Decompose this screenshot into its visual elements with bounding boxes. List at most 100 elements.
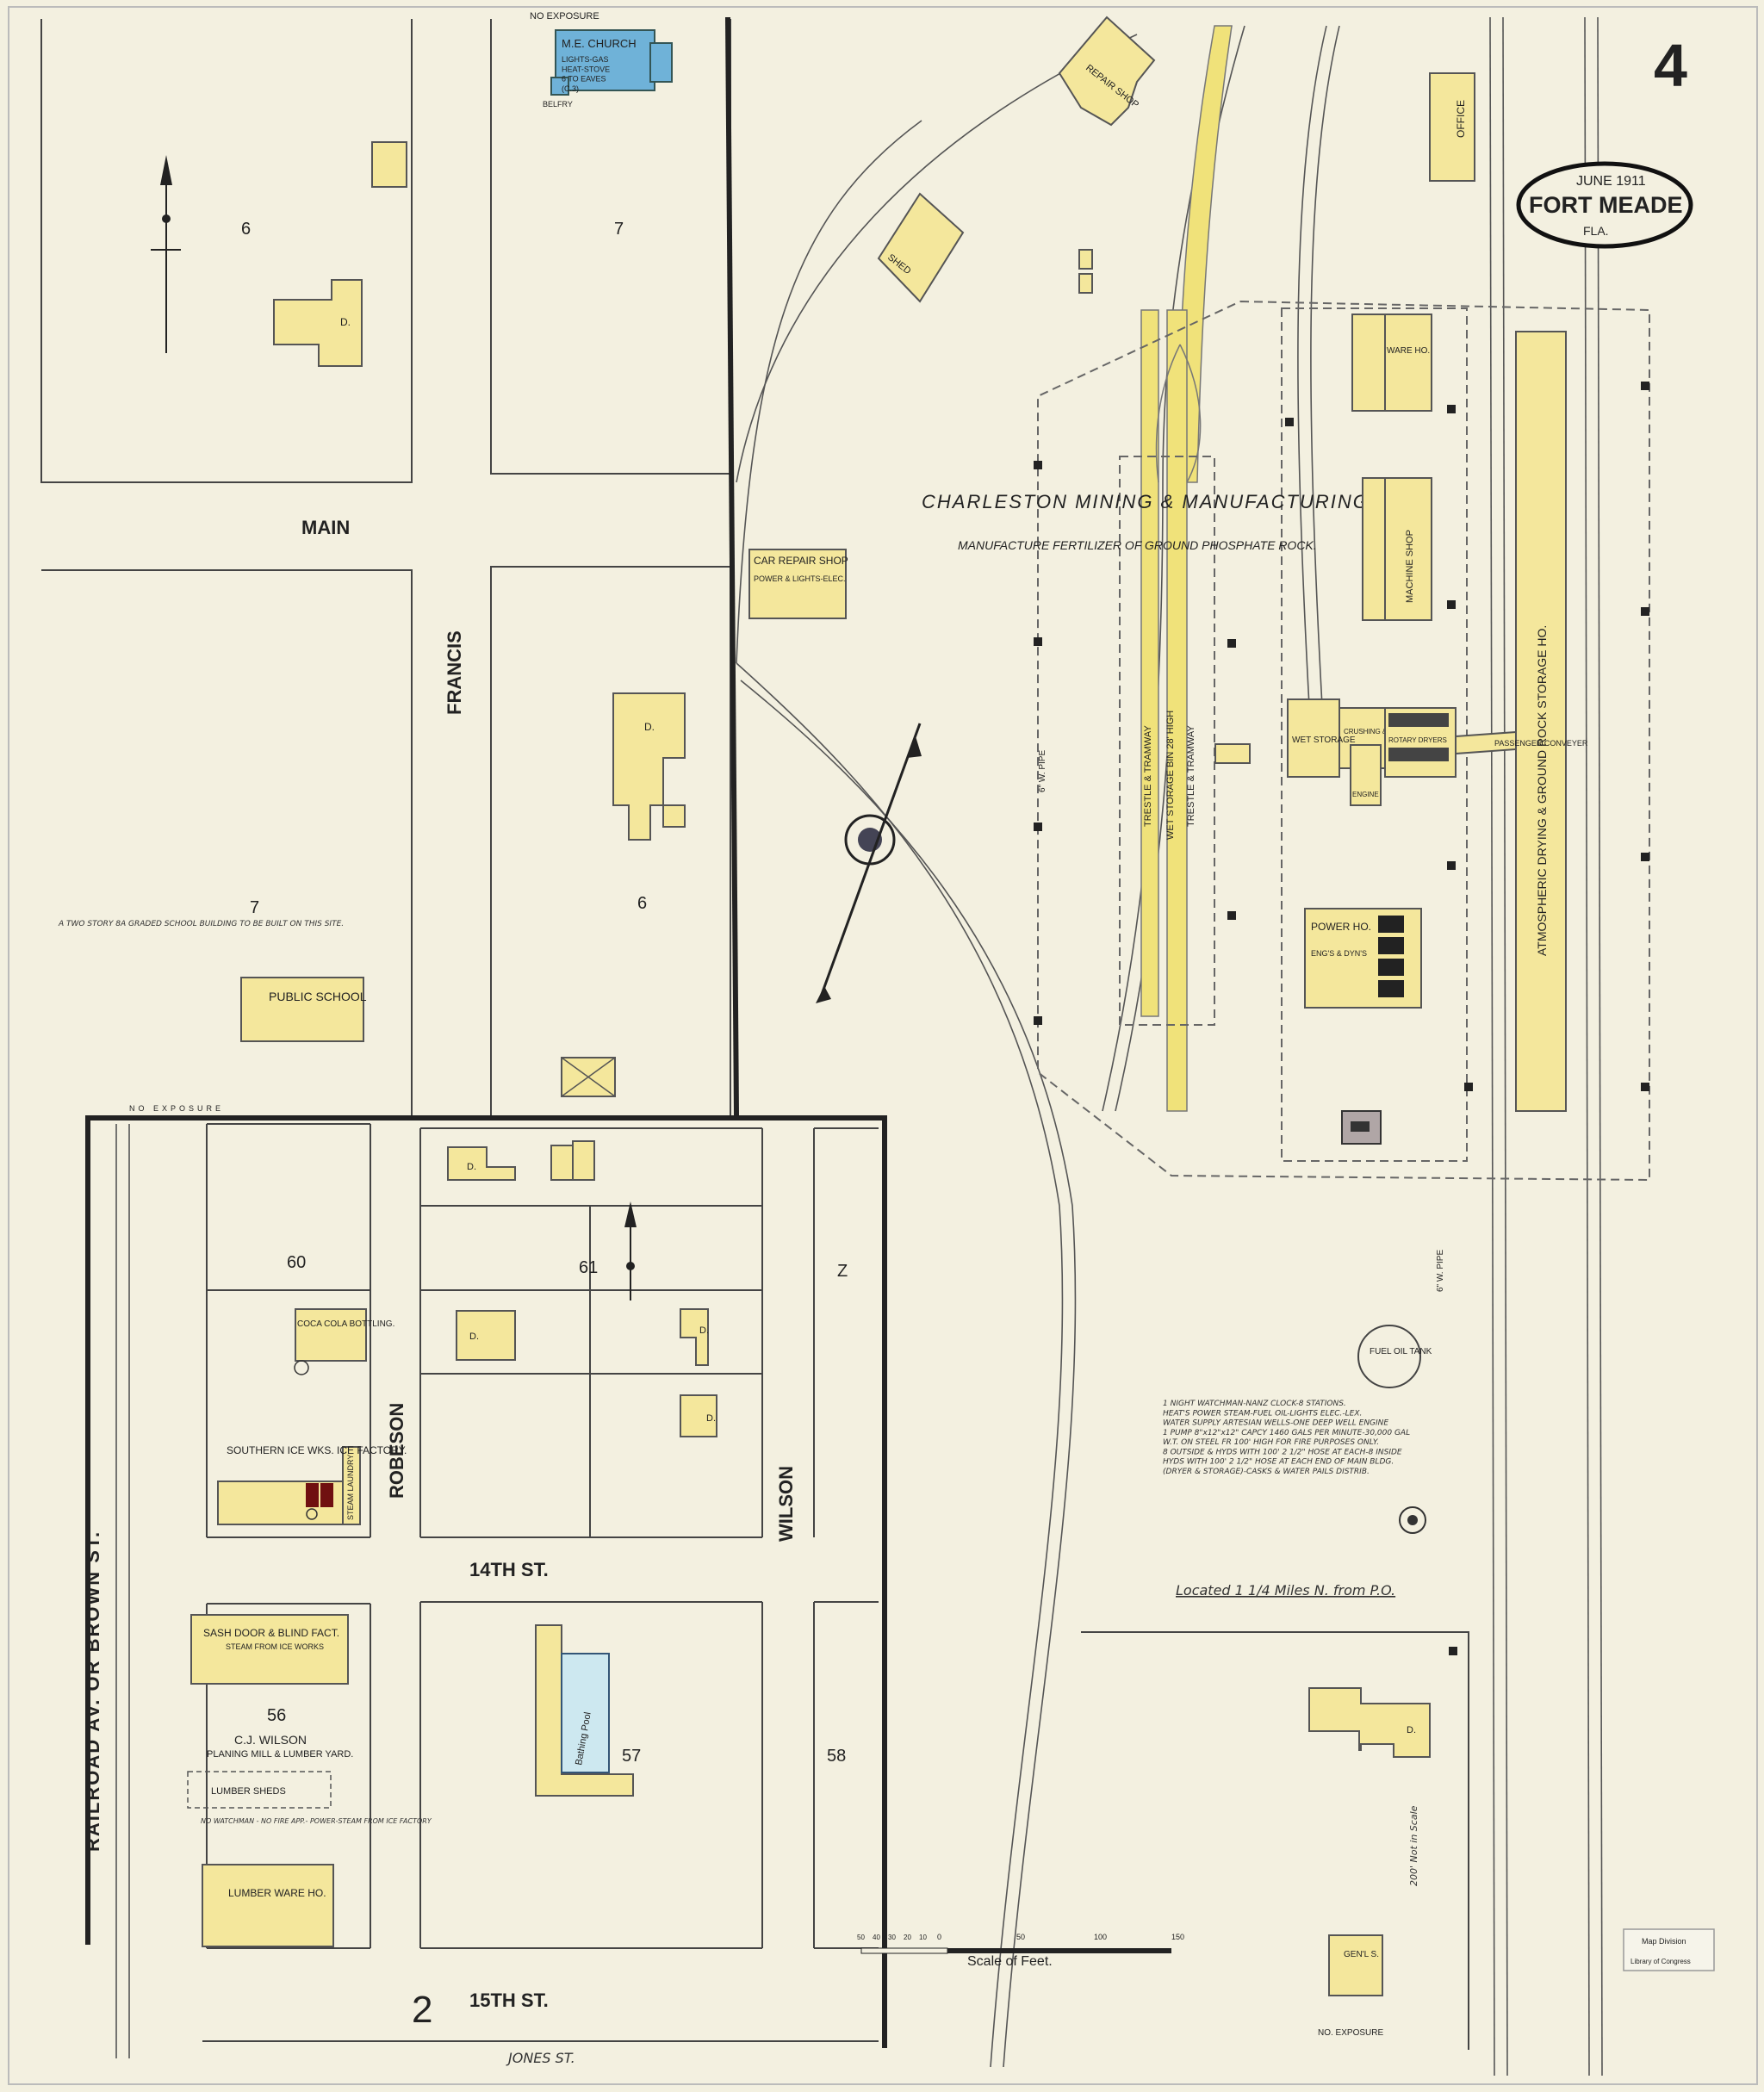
street-grid-south bbox=[85, 1115, 887, 2058]
svg-text:PASSENGER CONVEYER: PASSENGER CONVEYER bbox=[1494, 739, 1588, 748]
dwelling-block6-mid: D. bbox=[612, 692, 686, 841]
sash-door-factory: SASH DOOR & BLIND FACT. STEAM FROM ICE W… bbox=[190, 1614, 349, 1685]
rotary-dryers: ROTARY DRYERS PASSENGER CONVEYER bbox=[1384, 707, 1588, 778]
svg-text:CAR REPAIR SHOP: CAR REPAIR SHOP bbox=[754, 555, 848, 567]
svg-text:MACHINE SHOP: MACHINE SHOP bbox=[1405, 530, 1415, 603]
location-note: Located 1 1/4 Miles N. from P.O. bbox=[1176, 1582, 1395, 1598]
svg-text:LUMBER WARE HO.: LUMBER WARE HO. bbox=[228, 1887, 326, 1899]
warehouse: WARE HO. bbox=[1351, 313, 1432, 412]
pipe-label-2: 6" W. PIPE bbox=[1436, 1250, 1445, 1292]
svg-text:0: 0 bbox=[937, 1933, 941, 1941]
street-15th-label: 15TH ST. bbox=[469, 1990, 549, 2011]
pump-house bbox=[1341, 1110, 1382, 1145]
svg-text:D.: D. bbox=[706, 1413, 716, 1424]
svg-text:BELFRY: BELFRY bbox=[543, 100, 573, 109]
svg-text:WARE HO.: WARE HO. bbox=[1387, 346, 1430, 356]
svg-text:10: 10 bbox=[919, 1934, 927, 1941]
plant-boundary bbox=[1037, 301, 1650, 1182]
svg-text:FUEL OIL TANK: FUEL OIL TANK bbox=[1370, 1347, 1432, 1356]
oil-house-2 bbox=[1078, 273, 1093, 294]
svg-text:M.E. CHURCH: M.E. CHURCH bbox=[562, 37, 637, 50]
svg-text:FORT MEADE: FORT MEADE bbox=[1529, 192, 1683, 218]
svg-text:TRESTLE & TRAMWAY: TRESTLE & TRAMWAY bbox=[1143, 725, 1153, 827]
no-exposure-bottom: NO. EXPOSURE bbox=[1318, 2028, 1383, 2038]
svg-text:50: 50 bbox=[1016, 1933, 1025, 1941]
svg-text:NO WATCHMAN - NO FIRE APP.- PO: NO WATCHMAN - NO FIRE APP.- POWER-STEAM … bbox=[201, 1817, 432, 1825]
svg-text:D.: D. bbox=[340, 316, 351, 328]
office-building: OFFICE bbox=[1429, 72, 1475, 182]
svg-text:OFFICE: OFFICE bbox=[1455, 100, 1467, 138]
coca-cola-bottling: COCA COLA BOTTLING. bbox=[294, 1308, 394, 1375]
fuel-oil-tank: FUEL OIL TANK bbox=[1357, 1325, 1432, 1388]
svg-text:1 NIGHT WATCHMAN-NANZ CLOCK-8: 1 NIGHT WATCHMAN-NANZ CLOCK-8 STATIONS.H… bbox=[1163, 1400, 1410, 1476]
svg-text:20: 20 bbox=[904, 1934, 911, 1941]
wet-storage: WET STORAGE CRUSHING & SIZING ENGINE bbox=[1287, 698, 1412, 806]
small-building bbox=[371, 141, 407, 188]
block-57: 57 bbox=[622, 1747, 641, 1766]
svg-text:CRUSHING & SIZING: CRUSHING & SIZING bbox=[1344, 728, 1412, 736]
pipe-label: 6" W. PIPE bbox=[1038, 750, 1047, 792]
sheet-border bbox=[8, 6, 1758, 2085]
general-store: GEN'L S. bbox=[1328, 1934, 1383, 1996]
north-arrow-icon bbox=[151, 155, 181, 353]
svg-text:WET STORAGE BIN 28' HIGH: WET STORAGE BIN 28' HIGH bbox=[1165, 711, 1176, 840]
svg-text:D.: D. bbox=[469, 1332, 479, 1342]
svg-text:D.: D. bbox=[644, 721, 655, 733]
sheet-number: 4 bbox=[1654, 32, 1687, 99]
company-notes: 1 NIGHT WATCHMAN-NANZ CLOCK-8 STATIONS.H… bbox=[1163, 1400, 1410, 1476]
water-tower bbox=[1399, 1506, 1426, 1534]
svg-text:WET STORAGE: WET STORAGE bbox=[1292, 736, 1356, 745]
east-lot-line bbox=[1081, 1631, 1469, 2050]
svg-text:NO EXPOSURE: NO EXPOSURE bbox=[530, 11, 599, 22]
block-60: 60 bbox=[287, 1253, 306, 1272]
block-61: 61 bbox=[579, 1258, 598, 1277]
street-railroad-av-label: RAILROAD AV. OR BROWN ST. bbox=[82, 1530, 103, 1852]
street-main-label: MAIN bbox=[301, 517, 350, 538]
svg-text:D.: D. bbox=[1407, 1725, 1416, 1735]
oil-house bbox=[1078, 249, 1093, 270]
svg-text:Map Division: Map Division bbox=[1642, 1937, 1686, 1946]
street-14th-label: 14TH ST. bbox=[469, 1559, 549, 1580]
block-6-middle: 6 bbox=[637, 894, 647, 913]
scale-title: Scale of Feet. bbox=[967, 1954, 1053, 1969]
street-wilson-label: WILSON bbox=[775, 1466, 797, 1542]
svg-text:30: 30 bbox=[888, 1934, 896, 1941]
svg-text:PLANING MILL & LUMBER YARD.: PLANING MILL & LUMBER YARD. bbox=[207, 1749, 353, 1760]
dynamo-house bbox=[1214, 743, 1251, 764]
public-school: PUBLIC SCHOOL A TWO STORY 8A GRADED SCHO… bbox=[58, 920, 367, 1042]
svg-text:A TWO STORY 8A GRADED SCHOOL B: A TWO STORY 8A GRADED SCHOOL BUILDING TO… bbox=[58, 920, 344, 928]
block-58: 58 bbox=[827, 1747, 846, 1766]
svg-text:40: 40 bbox=[873, 1934, 880, 1941]
compass-rose-icon bbox=[816, 723, 922, 1003]
block-6-north: 6 bbox=[241, 220, 251, 239]
lumber-warehouse: LUMBER WARE HO. bbox=[202, 1864, 334, 1947]
street-grid-north bbox=[40, 16, 739, 1116]
svg-text:ATMOSPHERIC DRYING & GROUND RO: ATMOSPHERIC DRYING & GROUND ROCK STORAGE… bbox=[1535, 625, 1549, 956]
cj-wilson-planing-mill: C.J. WILSON PLANING MILL & LUMBER YARD. … bbox=[187, 1733, 432, 1825]
svg-text:C.J. WILSON: C.J. WILSON bbox=[234, 1733, 307, 1747]
shed: SHED bbox=[877, 192, 965, 303]
svg-text:ROTARY DRYERS: ROTARY DRYERS bbox=[1388, 736, 1447, 744]
svg-text:TRESTLE & TRAMWAY: TRESTLE & TRAMWAY bbox=[1186, 725, 1196, 827]
street-francis-label: FRANCIS bbox=[444, 630, 465, 715]
ice-factory: SOUTHERN ICE WKS. ICE FACTORY. STEAM LAU… bbox=[217, 1444, 407, 1525]
dwelling-east: D. bbox=[1308, 1687, 1431, 1758]
svg-text:ENGINE: ENGINE bbox=[1352, 791, 1379, 798]
north-arrow-icon-2 bbox=[624, 1201, 637, 1301]
block-7-middle: 7 bbox=[250, 898, 259, 917]
company-name: CHARLESTON MINING & MANUFACTURING CO. bbox=[922, 491, 1415, 512]
svg-text:D.: D. bbox=[467, 1162, 476, 1172]
svg-text:POWER & LIGHTS-ELEC.: POWER & LIGHTS-ELEC. bbox=[754, 574, 846, 583]
machine-shop: MACHINE SHOP bbox=[1362, 477, 1432, 621]
svg-text:STEAM FROM ICE WORKS: STEAM FROM ICE WORKS bbox=[226, 1642, 324, 1651]
power-house: POWER HO. ENG'S & DYN'S bbox=[1304, 908, 1422, 1009]
svg-text:D.: D. bbox=[699, 1325, 709, 1336]
svg-text:GEN'L S.: GEN'L S. bbox=[1344, 1950, 1379, 1959]
svg-text:POWER HO.: POWER HO. bbox=[1311, 921, 1371, 933]
svg-text:Library of Congress: Library of Congress bbox=[1630, 1958, 1691, 1965]
svg-text:PUBLIC SCHOOL: PUBLIC SCHOOL bbox=[269, 990, 367, 1003]
title-box: 4 JUNE 1911 FORT MEADE FLA. bbox=[1516, 32, 1693, 249]
